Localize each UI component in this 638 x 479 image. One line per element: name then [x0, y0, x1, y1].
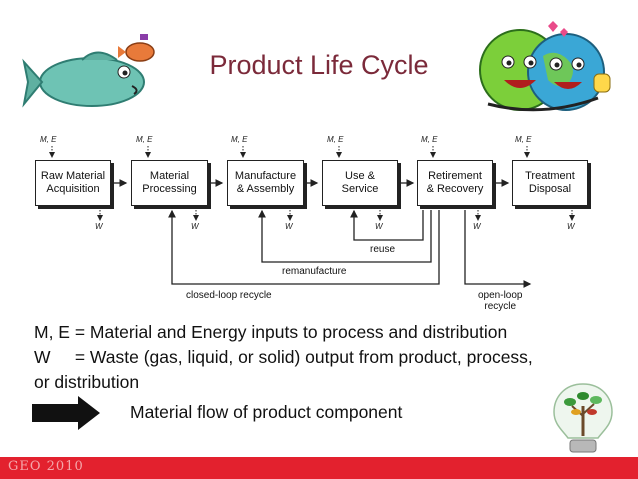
- waste-label: W: [567, 222, 575, 231]
- page-title: Product Life Cycle: [209, 50, 429, 80]
- waste-label: W: [191, 222, 199, 231]
- remanufacture-label: remanufacture: [282, 266, 347, 277]
- stage-manufacture-assembly: Manufacture& Assembly: [227, 160, 304, 206]
- footer-credit: GEO 2010: [8, 459, 84, 474]
- legend-waste-line1: W = Waste (gas, liquid, or solid) output…: [34, 347, 533, 367]
- input-label: M, E: [136, 135, 153, 144]
- lightbulb-tree-icon: [553, 383, 613, 453]
- input-label: M, E: [515, 135, 532, 144]
- stage-use-service: Use &Service: [322, 160, 398, 206]
- waste-label: W: [473, 222, 481, 231]
- reuse-label: reuse: [370, 244, 396, 255]
- footer-bar: [0, 457, 638, 479]
- legend-material-energy: M, E = Material and Energy inputs to pro…: [34, 322, 508, 342]
- sun-earth-clipart-icon: [479, 21, 611, 112]
- input-label: M, E: [231, 135, 248, 144]
- input-label: M, E: [421, 135, 438, 144]
- material-flow-arrow-icon: [32, 396, 100, 430]
- waste-label: W: [95, 222, 103, 231]
- input-label: M, E: [40, 135, 57, 144]
- waste-label: W: [285, 222, 293, 231]
- fish-clipart-icon: [22, 34, 155, 108]
- input-label: M, E: [327, 135, 344, 144]
- stage-retirement-recovery: Retirement& Recovery: [417, 160, 493, 206]
- legend-material-flow: Material flow of product component: [130, 402, 403, 422]
- closed-loop-recycle-label: closed-loop recycle: [186, 290, 272, 301]
- legend-waste-line2: or distribution: [34, 372, 140, 392]
- waste-label: W: [375, 222, 383, 231]
